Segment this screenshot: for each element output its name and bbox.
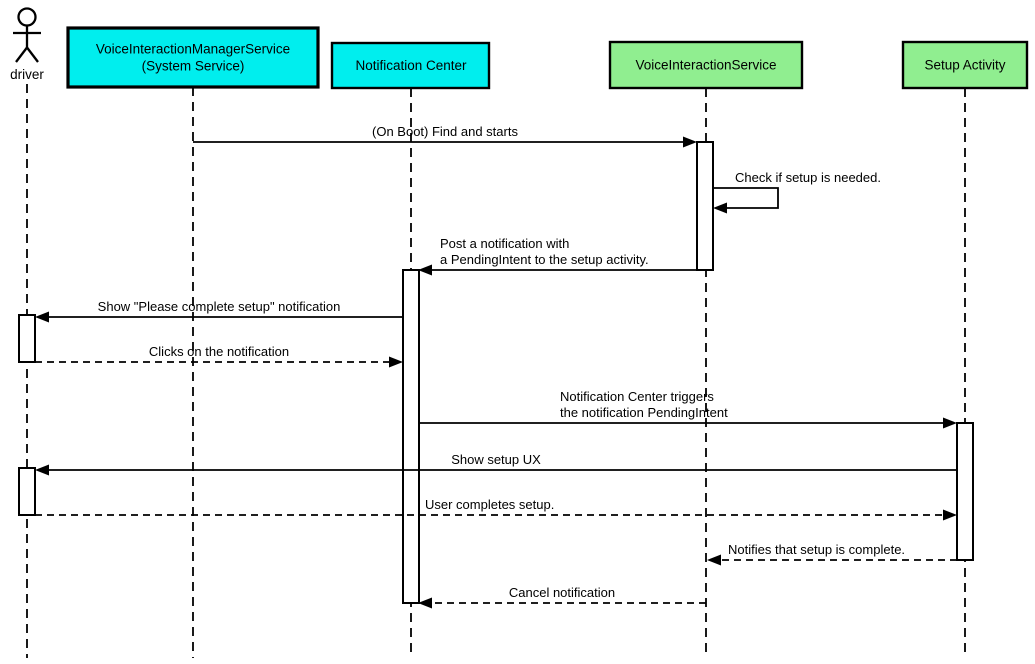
participant-driver: driver bbox=[10, 7, 44, 82]
message-cancel-notification: Cancel notification bbox=[418, 585, 706, 609]
message-label: Post a notification with bbox=[440, 236, 569, 251]
participant-label: Notification Center bbox=[355, 58, 467, 73]
arrowhead-icon bbox=[713, 202, 727, 214]
arrowhead-icon bbox=[418, 597, 432, 609]
participant-box bbox=[608, 40, 804, 90]
participant-label: VoiceInteractionService bbox=[635, 58, 776, 73]
arrowhead-icon bbox=[943, 417, 957, 429]
arrowhead-icon bbox=[35, 464, 49, 476]
arrowhead-icon bbox=[707, 554, 721, 566]
message-label: the notification PendingIntent bbox=[560, 405, 728, 420]
message-label: User completes setup. bbox=[425, 497, 554, 512]
message-label: Show "Please complete setup" notificatio… bbox=[98, 299, 341, 314]
activation-setup-activity bbox=[956, 422, 974, 561]
participant-notification-center: Notification Center bbox=[330, 41, 491, 90]
message-label: Notification Center triggers bbox=[560, 389, 714, 404]
arrowhead-icon bbox=[683, 136, 697, 148]
activation-notification-center bbox=[402, 269, 420, 604]
arrowhead-icon bbox=[418, 264, 432, 276]
message-show-setup-ux: Show setup UX bbox=[35, 452, 957, 476]
participant-setup-activity: Setup Activity bbox=[901, 40, 1029, 90]
participant-voice-interaction-service: VoiceInteractionService bbox=[608, 40, 804, 90]
message-label: (On Boot) Find and starts bbox=[372, 124, 518, 139]
participant-label: (System Service) bbox=[142, 59, 245, 74]
participant-label: Setup Activity bbox=[924, 58, 1005, 73]
participant-voice-interaction-manager-service: VoiceInteractionManagerService (System Se… bbox=[66, 26, 320, 89]
message-label: Notifies that setup is complete. bbox=[728, 542, 905, 557]
message-label: Show setup UX bbox=[451, 452, 541, 467]
activation-voice-interaction-service bbox=[696, 141, 714, 271]
actor-stick-figure-icon bbox=[13, 7, 41, 63]
message-notifies-that-setup-is-complete: Notifies that setup is complete. bbox=[707, 542, 957, 566]
message-show-please-complete-setup-notification: Show "Please complete setup" notificatio… bbox=[35, 299, 403, 323]
message-label: Cancel notification bbox=[509, 585, 615, 600]
arrowhead-icon bbox=[943, 509, 957, 521]
message-label: Clicks on the notification bbox=[149, 344, 289, 359]
message-check-if-setup-is-needed: Check if setup is needed. bbox=[713, 170, 881, 214]
activation-driver bbox=[18, 467, 36, 516]
participant-label: VoiceInteractionManagerService bbox=[96, 42, 290, 57]
actor-label: driver bbox=[10, 67, 44, 82]
participant-box bbox=[901, 40, 1029, 90]
arrowhead-icon bbox=[389, 356, 403, 368]
message-on-boot-find-and-starts: (On Boot) Find and starts bbox=[193, 124, 697, 148]
activation-driver bbox=[18, 314, 36, 363]
participant-box bbox=[330, 41, 491, 90]
participant-box bbox=[66, 26, 320, 89]
message-user-completes-setup: User completes setup. bbox=[35, 497, 957, 521]
message-label: a PendingIntent to the setup activity. bbox=[440, 252, 649, 267]
arrowhead-icon bbox=[35, 311, 49, 323]
self-message-line bbox=[713, 187, 779, 209]
message-label: Check if setup is needed. bbox=[735, 170, 881, 185]
message-clicks-on-the-notification: Clicks on the notification bbox=[35, 344, 403, 368]
